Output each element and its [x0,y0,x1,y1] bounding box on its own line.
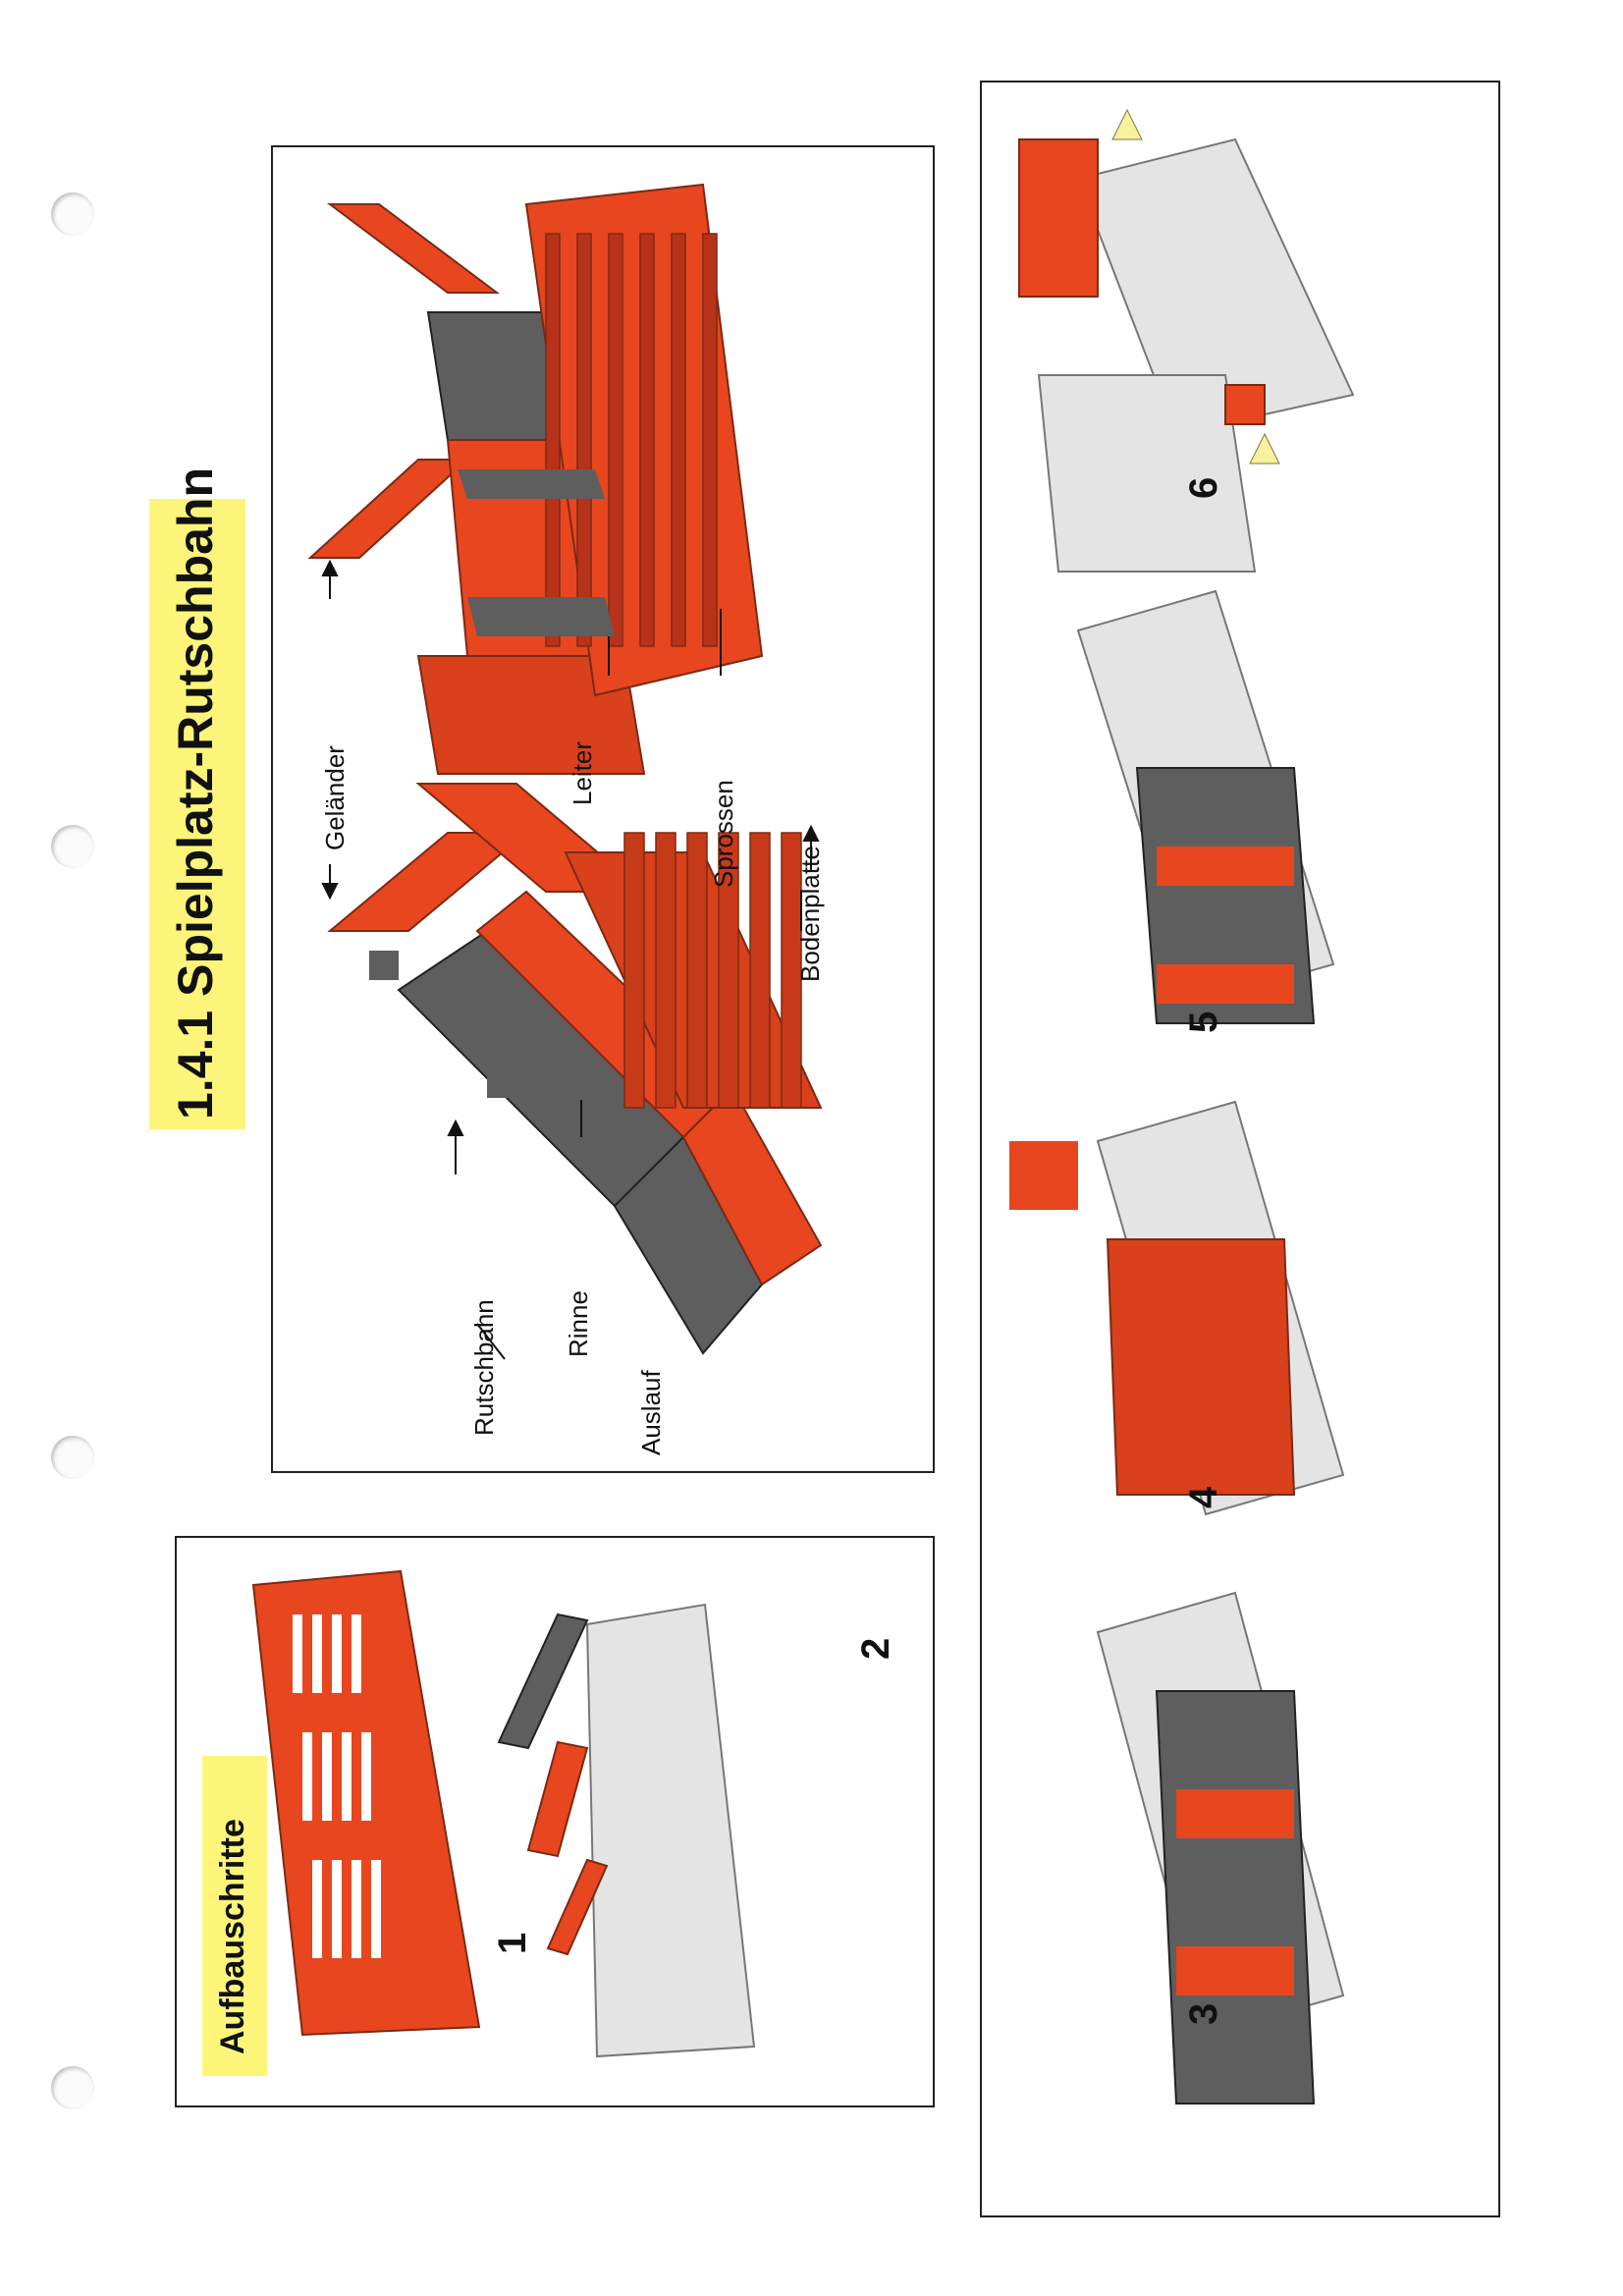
step-6-assembly [1018,108,1355,573]
step-number-3: 3 [1182,2002,1225,2025]
step-4-assembly [1009,1100,1345,1516]
step-1-ladder [251,1569,481,2037]
steps-3-6-illustration [1009,108,1355,2105]
punch-hole [51,192,94,236]
label-leiter: Leiter [568,740,597,805]
steps-1-2-illustration [251,1569,756,2058]
punch-hole [51,2066,94,2109]
label-sprossen: Sprossen [709,780,738,888]
label-rinne: Rinne [564,1290,593,1357]
step-number-4: 4 [1182,1486,1225,1508]
label-gelaender: Geländer [320,745,350,850]
label-bodenplatte: Bodenplatte [795,846,825,982]
slide-illustration [307,183,823,1360]
step-number-5: 5 [1182,1011,1225,1033]
steps-heading-highlight [202,1756,267,2076]
punch-hole [51,825,94,868]
step-number-2: 2 [854,1637,897,1660]
slide-rear-view [307,183,764,775]
step-3-assembly [1096,1591,1345,2105]
page-title: 1.4.1 Spielplatz-Rutschbahn [168,466,223,1120]
label-auslauf: Auslauf [636,1370,666,1455]
step-2-ladder [497,1603,756,2058]
step-number-1: 1 [491,1932,534,1954]
title-highlight [149,499,245,1129]
label-rutschbahn: Rutschbahn [469,1299,499,1436]
punch-hole [51,1436,94,1479]
step-5-assembly [1076,589,1335,1024]
step-number-6: 6 [1182,476,1225,499]
slide-front-view [327,783,823,1355]
